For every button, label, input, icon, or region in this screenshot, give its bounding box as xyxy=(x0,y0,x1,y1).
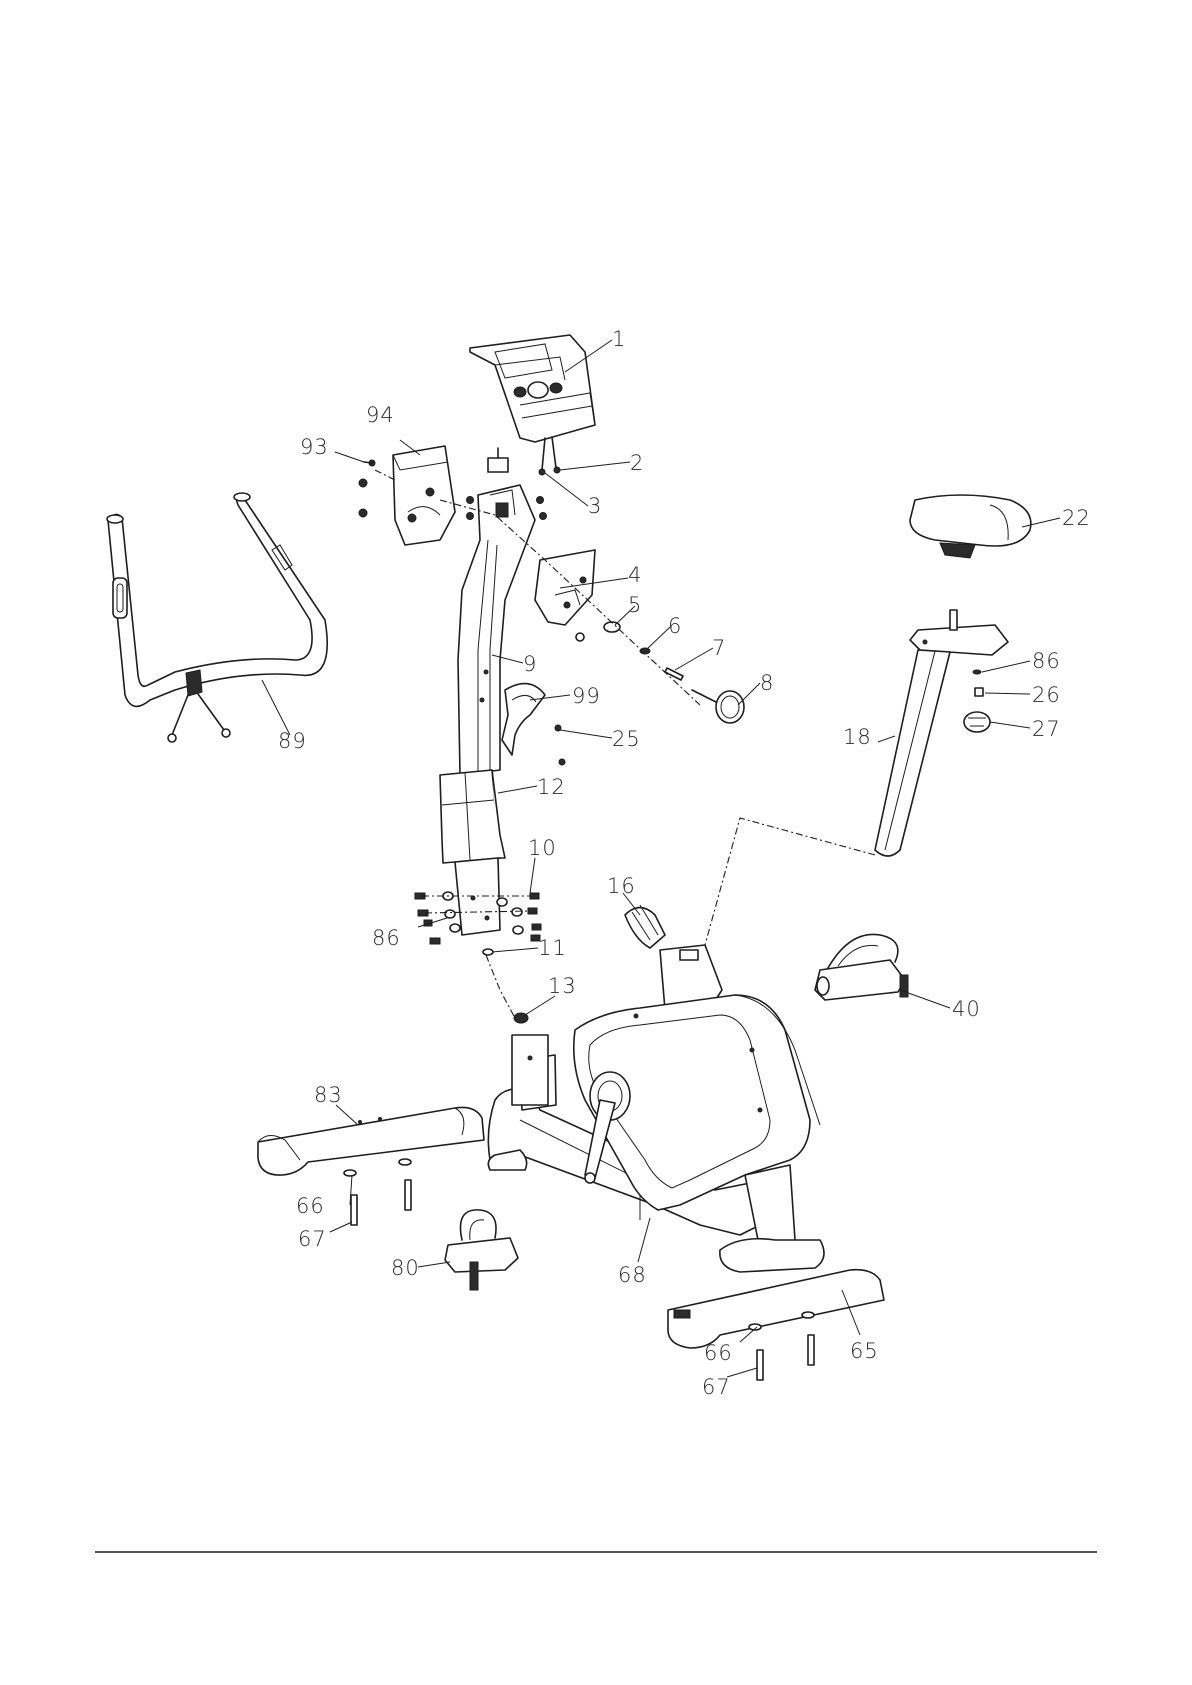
callout-66-front: 66 xyxy=(296,1194,325,1218)
callout-68: 68 xyxy=(618,1263,647,1287)
callout-3: 3 xyxy=(588,494,602,518)
callout-86-mast: 86 xyxy=(372,926,401,950)
callout-80: 80 xyxy=(391,1256,420,1280)
callout-99: 99 xyxy=(572,684,601,708)
callout-66-rear: 66 xyxy=(704,1341,733,1365)
callout-4: 4 xyxy=(628,563,642,587)
callout-25: 25 xyxy=(612,727,641,751)
callout-11: 11 xyxy=(538,936,567,960)
handlebar-part xyxy=(107,493,327,742)
main-frame-part xyxy=(488,945,824,1272)
callout-12: 12 xyxy=(537,775,566,799)
callout-1: 1 xyxy=(612,327,626,351)
callout-18: 18 xyxy=(843,725,872,749)
callout-94: 94 xyxy=(366,403,395,427)
seat-knob-parts xyxy=(964,670,990,732)
pop-pin-part xyxy=(625,905,665,948)
left-pedal-part xyxy=(445,1210,518,1290)
callout-10: 10 xyxy=(528,836,557,860)
callout-83: 83 xyxy=(314,1083,343,1107)
callout-86-seat: 86 xyxy=(1032,649,1061,673)
callout-16: 16 xyxy=(607,874,636,898)
callout-5: 5 xyxy=(628,593,642,617)
callout-67-front: 67 xyxy=(298,1227,327,1251)
callout-2: 2 xyxy=(630,451,644,475)
callout-8: 8 xyxy=(760,671,774,695)
mast-lower-part xyxy=(415,858,541,955)
console-part xyxy=(470,335,595,475)
callout-65: 65 xyxy=(850,1339,879,1363)
callout-27: 27 xyxy=(1032,717,1061,741)
front-stabilizer-part xyxy=(258,1107,484,1225)
rear-stabilizer-part xyxy=(668,1270,884,1380)
callout-6: 6 xyxy=(668,614,682,638)
callout-40: 40 xyxy=(952,997,981,1021)
right-pedal-part xyxy=(815,934,908,1000)
callout-22: 22 xyxy=(1062,506,1091,530)
saddle-part xyxy=(910,495,1031,558)
callout-9: 9 xyxy=(523,652,537,676)
callout-7: 7 xyxy=(712,636,726,660)
mast-shroud-part xyxy=(440,770,505,863)
callout-26: 26 xyxy=(1032,683,1061,707)
callout-13: 13 xyxy=(548,974,577,998)
callout-67-rear: 67 xyxy=(702,1375,731,1399)
callout-93: 93 xyxy=(300,435,329,459)
seat-post-part xyxy=(875,610,1008,856)
callout-89: 89 xyxy=(278,729,307,753)
holder-part xyxy=(502,684,565,765)
